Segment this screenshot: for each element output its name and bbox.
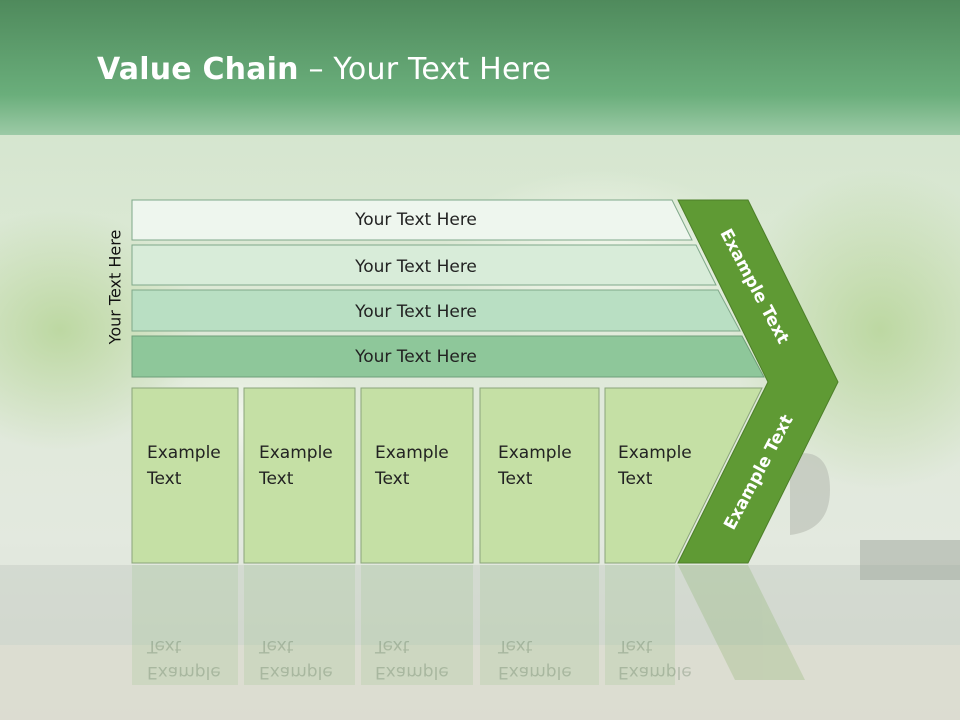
box-2 bbox=[243, 387, 356, 564]
box-4-reflection: Example Text bbox=[498, 636, 572, 682]
box-5 bbox=[604, 387, 763, 564]
box-4 bbox=[479, 387, 600, 564]
box-1 bbox=[131, 387, 239, 564]
title-rest: – Your Text Here bbox=[298, 52, 552, 87]
box-1-reflection: Example Text bbox=[147, 636, 221, 682]
box-2-reflection: Example Text bbox=[259, 636, 333, 682]
box-4-label: Example Text bbox=[498, 443, 572, 489]
bar-2-label: Your Text Here bbox=[354, 257, 477, 277]
bar-3-label: Your Text Here bbox=[354, 302, 477, 322]
box-5-reflection: Example Text bbox=[618, 636, 692, 682]
box-3-reflection: Example Text bbox=[375, 636, 449, 682]
chevron-arrow bbox=[677, 199, 839, 564]
bar-4 bbox=[131, 335, 765, 378]
box-3 bbox=[360, 387, 474, 564]
bar-1 bbox=[131, 199, 693, 241]
bar-4-label: Your Text Here bbox=[354, 347, 477, 367]
box-3-label: Example Text bbox=[375, 443, 449, 489]
title-bold: Value Chain bbox=[97, 52, 299, 87]
slide-title: Value Chain – Your Text Here bbox=[97, 52, 551, 87]
box-5-label: Example Text bbox=[618, 443, 692, 489]
bar-3 bbox=[131, 289, 741, 332]
box-2-label: Example Text bbox=[259, 443, 333, 489]
bar-2 bbox=[131, 244, 717, 286]
reflection bbox=[132, 565, 805, 685]
bar-1-label: Your Text Here bbox=[354, 210, 477, 230]
box-1-label: Example Text bbox=[147, 443, 221, 489]
